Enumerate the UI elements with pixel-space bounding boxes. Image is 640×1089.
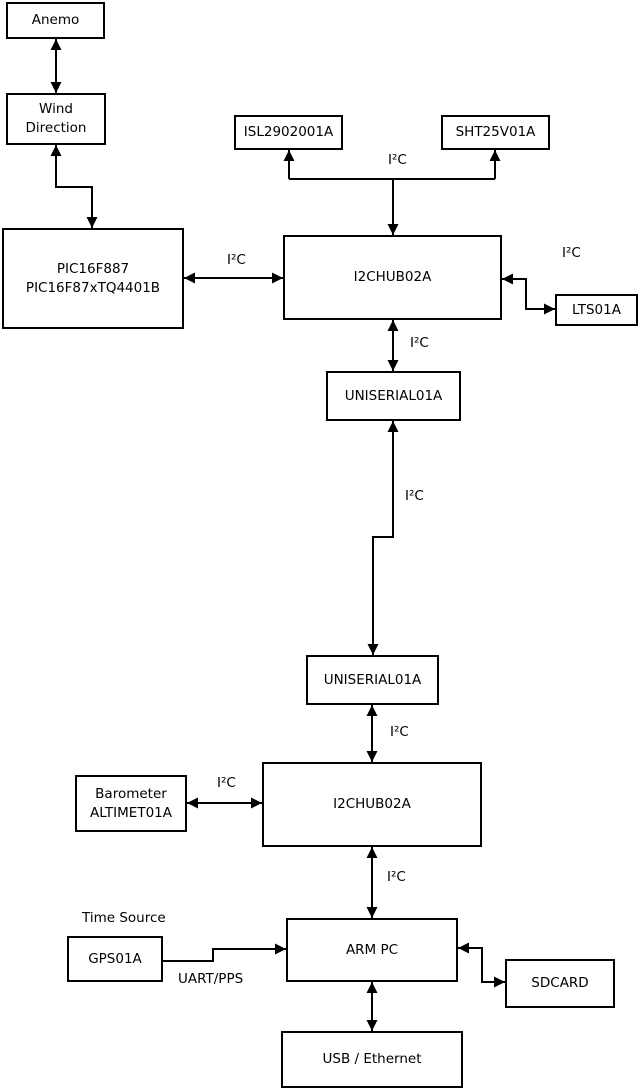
node-wind-direction: Wind Direction xyxy=(6,93,106,145)
node-i2chub-1-label: I2CHUB02A xyxy=(353,269,432,286)
node-pic-label: PIC16F887 PIC16F87xTQ4401B xyxy=(25,260,161,296)
node-sht25v01a: SHT25V01A xyxy=(441,115,550,150)
node-lts01a: LTS01A xyxy=(555,294,638,326)
label-time-source: Time Source xyxy=(82,910,166,926)
connector-armpc-sdcard xyxy=(458,942,505,988)
label-i2c-pic-hub1: I²C xyxy=(227,252,246,268)
connector-gps-armpc xyxy=(163,943,286,962)
node-gps01a-label: GPS01A xyxy=(88,950,142,967)
label-i2c-sensor-bus: I²C xyxy=(388,152,407,168)
node-sht25v01a-label: SHT25V01A xyxy=(455,124,536,141)
node-arm-pc-label: ARM PC xyxy=(345,941,399,958)
node-anemo-label: Anemo xyxy=(31,12,80,29)
node-uniserial-2-label: UNISERIAL01A xyxy=(323,671,422,688)
node-sdcard: SDCARD xyxy=(505,959,615,1008)
connector-uniserial1-uniserial2 xyxy=(367,421,399,655)
label-i2c-uniserial1-uniserial2: I²C xyxy=(405,488,424,504)
node-i2chub-2: I2CHUB02A xyxy=(262,762,482,847)
node-uniserial-1: UNISERIAL01A xyxy=(326,371,461,421)
node-barometer: Barometer ALTIMET01A xyxy=(75,775,187,832)
node-isl2902001a-label: ISL2902001A xyxy=(243,124,334,141)
node-gps01a: GPS01A xyxy=(67,936,163,982)
connector-i2chub1-lts xyxy=(502,273,555,315)
node-arm-pc: ARM PC xyxy=(286,918,458,982)
label-i2c-hub1-uniserial1: I²C xyxy=(410,335,429,351)
node-pic: PIC16F887 PIC16F87xTQ4401B xyxy=(2,228,184,329)
node-sdcard-label: SDCARD xyxy=(531,975,589,992)
label-i2c-uniserial2-hub2: I²C xyxy=(390,724,409,740)
node-anemo: Anemo xyxy=(6,2,105,39)
node-wind-direction-label: Wind Direction xyxy=(25,101,87,136)
node-uniserial-1-label: UNISERIAL01A xyxy=(344,387,443,404)
node-uniserial-2: UNISERIAL01A xyxy=(306,655,439,705)
node-i2chub-1: I2CHUB02A xyxy=(283,235,502,320)
node-isl2902001a: ISL2902001A xyxy=(234,115,343,150)
label-uart-pps: UART/PPS xyxy=(178,971,244,987)
node-lts01a-label: LTS01A xyxy=(572,301,621,318)
label-i2c-hub2-armpc: I²C xyxy=(387,869,406,885)
node-usb-ethernet-label: USB / Ethernet xyxy=(322,1051,422,1068)
label-i2c-hub1-lts: I²C xyxy=(562,245,581,261)
node-i2chub-2-label: I2CHUB02A xyxy=(333,796,411,813)
connector-winddirection-pic xyxy=(50,145,98,228)
node-usb-ethernet: USB / Ethernet xyxy=(281,1031,463,1088)
label-i2c-barometer-hub2: I²C xyxy=(217,775,236,791)
node-barometer-label: Barometer ALTIMET01A xyxy=(90,785,172,821)
